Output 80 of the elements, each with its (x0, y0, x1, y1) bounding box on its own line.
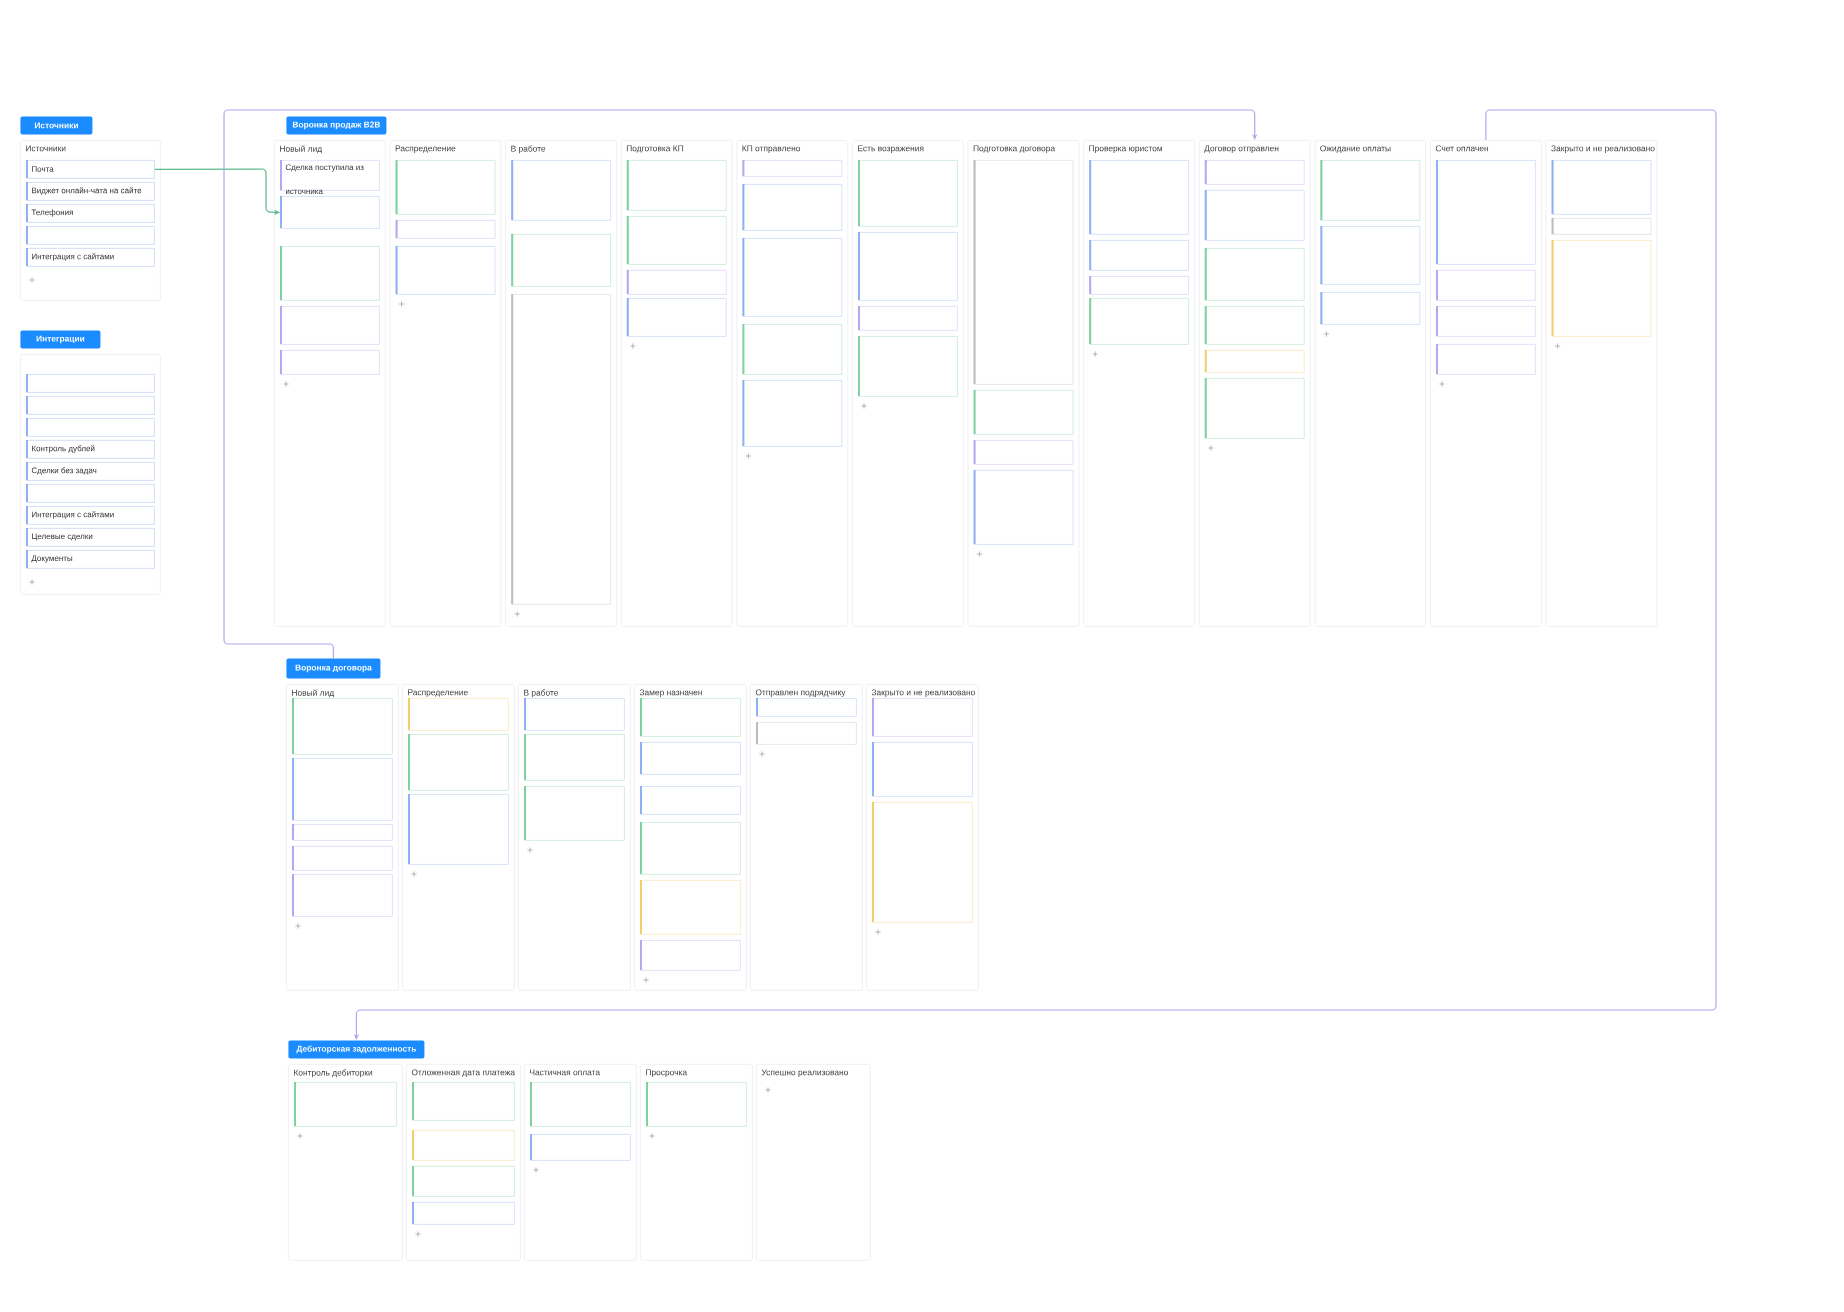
task-card (872, 698, 973, 737)
task-card (872, 742, 973, 797)
task-card (858, 232, 958, 301)
task-card (626, 160, 727, 211)
task-card (292, 874, 393, 917)
task-card (640, 822, 741, 875)
list-item (26, 374, 155, 393)
task-card (395, 160, 496, 215)
task-card (626, 216, 727, 265)
list-item (26, 484, 155, 503)
task-card (511, 234, 611, 287)
task-card (395, 246, 496, 295)
task-card (292, 824, 393, 841)
task-card (1436, 344, 1536, 375)
task-card (511, 294, 611, 605)
task-card (280, 306, 380, 345)
task-card (858, 306, 958, 331)
list-item (26, 226, 155, 245)
task-card (646, 1082, 747, 1127)
task-card (1551, 240, 1652, 337)
task-card (524, 734, 625, 781)
task-card (1089, 240, 1189, 271)
task-card (408, 698, 509, 731)
task-card (524, 698, 625, 731)
task-card (408, 794, 509, 865)
task-card (1551, 218, 1652, 235)
task-card (530, 1134, 631, 1161)
task-card (412, 1082, 515, 1121)
task-card (1436, 160, 1536, 265)
task-card (1204, 350, 1305, 373)
task-card (626, 270, 727, 295)
task-card (1204, 378, 1305, 439)
task-card (1089, 160, 1189, 235)
task-card (1436, 306, 1536, 337)
task-card (640, 742, 741, 775)
task-card (412, 1202, 515, 1225)
task-card (280, 350, 380, 375)
task-card (973, 390, 1074, 435)
task-card (640, 940, 741, 971)
task-card (1204, 160, 1305, 185)
task-card (756, 722, 857, 745)
task-card (408, 734, 509, 791)
task-card (511, 160, 611, 221)
task-card (858, 160, 958, 227)
task-card (756, 698, 857, 717)
task-card (626, 298, 727, 337)
task-card (280, 246, 380, 301)
task-card (872, 802, 973, 923)
task-card (1436, 270, 1536, 301)
task-card (292, 698, 393, 755)
task-card (640, 880, 741, 935)
task-card (1204, 306, 1305, 345)
list-item (26, 418, 155, 437)
task-card (742, 160, 843, 177)
task-card (280, 196, 380, 229)
task-card (1204, 190, 1305, 241)
task-card (973, 440, 1074, 465)
task-card (1320, 292, 1421, 325)
task-card (742, 380, 843, 447)
task-card (973, 470, 1074, 545)
task-card (412, 1130, 515, 1161)
task-card (294, 1082, 397, 1127)
task-card (1089, 276, 1189, 295)
task-card (524, 786, 625, 841)
task-card (742, 238, 843, 317)
task-card (640, 786, 741, 815)
task-card (858, 336, 958, 397)
connector (154, 168, 280, 215)
task-card (1320, 160, 1421, 221)
task-card (530, 1082, 631, 1127)
task-card (1204, 248, 1305, 301)
list-item (26, 396, 155, 415)
task-card (973, 160, 1074, 385)
task-card (1320, 226, 1421, 285)
task-card (412, 1166, 515, 1197)
task-card (395, 220, 496, 239)
task-card (742, 184, 843, 231)
task-card (640, 698, 741, 737)
task-card (742, 324, 843, 375)
task-card (292, 846, 393, 871)
